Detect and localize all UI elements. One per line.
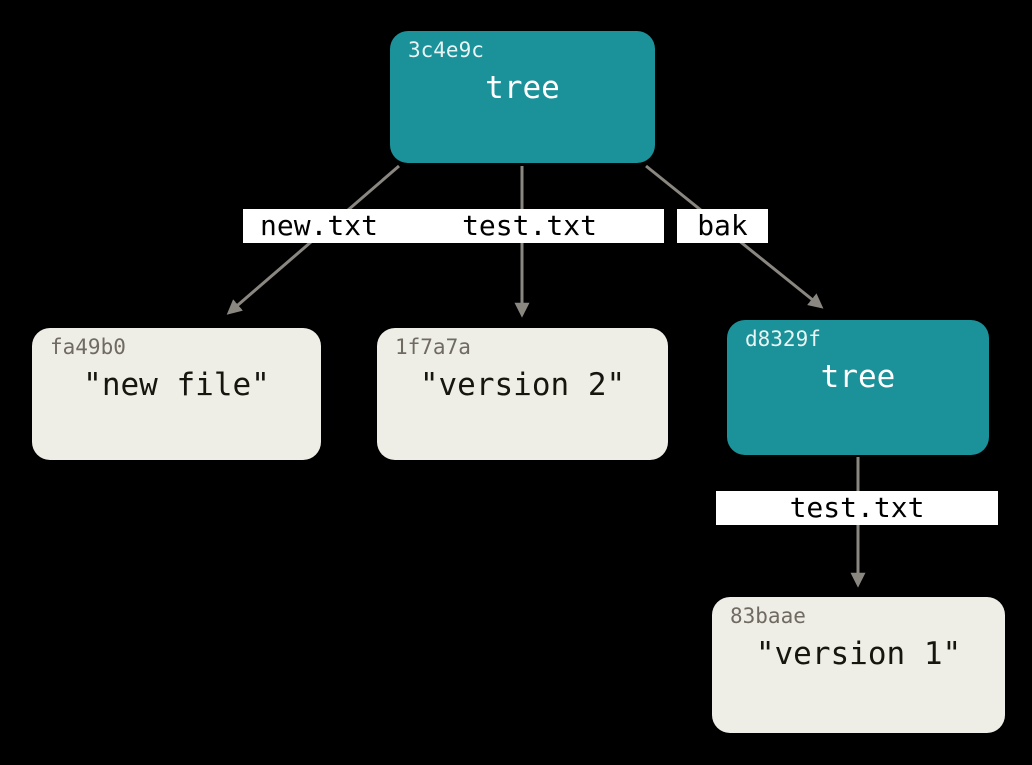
node-blob-new-file[interactable]: fa49b0 "new file" xyxy=(32,328,321,460)
edge-label-root-to-test-txt: test.txt xyxy=(395,209,664,243)
node-hash: 3c4e9c xyxy=(408,38,484,62)
node-body: "version 2" xyxy=(419,367,626,403)
node-hash: 83baae xyxy=(730,604,806,628)
edge-label-root-to-bak: bak xyxy=(677,209,768,243)
node-bak-tree[interactable]: d8329f tree xyxy=(727,320,989,455)
node-body: tree xyxy=(485,70,560,106)
edge-label-bak-to-test-txt: test.txt xyxy=(716,491,998,525)
node-blob-version-2[interactable]: 1f7a7a "version 2" xyxy=(377,328,668,460)
node-hash: fa49b0 xyxy=(50,335,126,359)
node-hash: d8329f xyxy=(745,327,821,351)
edge-label-root-to-new-txt: new.txt xyxy=(243,209,395,243)
node-body: "new file" xyxy=(83,367,270,403)
node-hash: 1f7a7a xyxy=(395,335,471,359)
node-body: tree xyxy=(820,359,896,395)
node-blob-version-1[interactable]: 83baae "version 1" xyxy=(712,597,1005,733)
node-body: "version 1" xyxy=(755,636,962,672)
